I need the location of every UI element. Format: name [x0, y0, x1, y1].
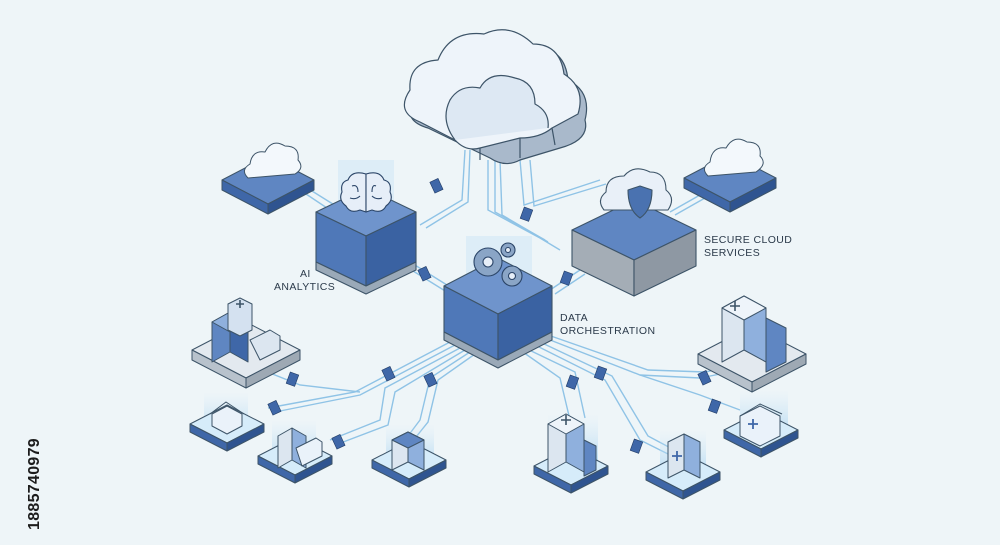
tile-house: [189, 392, 265, 452]
brain-icon: [340, 172, 392, 213]
label-ai-analytics-line2: ANALYTICS: [274, 281, 336, 293]
medical-pharmacy-icon: [667, 433, 701, 479]
cloud-icon: [244, 142, 302, 179]
label-data-orchestration-line2: ORCHESTRATION: [560, 325, 656, 337]
house-icon: [211, 405, 243, 435]
shield-icon: [627, 185, 653, 219]
label-ai-analytics-line1: AI: [300, 268, 311, 280]
stock-id-text: 1885740979: [26, 438, 43, 530]
tile-office: [371, 424, 447, 488]
clinic-icon: [277, 427, 323, 469]
office-building-icon: [391, 431, 425, 471]
stock-id-vertical: 1885740979: [6, 300, 43, 530]
cloud-platform-left: [221, 142, 315, 215]
tile-clinic-left: [257, 420, 333, 484]
hospital-icon: [547, 413, 597, 477]
label-data-orchestration-line1: DATA: [560, 312, 589, 324]
cloud-platform-right: [683, 138, 777, 213]
tile-clinic-right: [723, 390, 799, 458]
connection-lines: [249, 149, 741, 456]
hospital-platform-right: [697, 295, 807, 393]
data-packets: [267, 178, 722, 454]
hospital-platform-left: [191, 297, 301, 389]
data-orchestration-block: [443, 236, 553, 369]
label-ai-analytics: AI ANALYTICS: [274, 268, 335, 294]
gears-icon: [473, 242, 523, 287]
hospital-icon: [211, 297, 281, 363]
label-secure-cloud-services: SECURE CLOUD SERVICES: [704, 234, 792, 260]
hospital-icon: [721, 295, 787, 373]
ai-analytics-block: [315, 160, 417, 295]
label-secure-cloud-line2: SERVICES: [704, 247, 761, 259]
cloud-icon: [704, 138, 764, 177]
main-cloud-icon: [403, 29, 588, 165]
label-secure-cloud-line1: SECURE CLOUD: [704, 234, 793, 246]
secure-cloud-block: [571, 168, 697, 297]
tile-pharmacy: [645, 430, 721, 500]
clinic-icon: [739, 403, 783, 447]
tile-medical-tower: [533, 413, 609, 494]
label-data-orchestration: DATA ORCHESTRATION: [560, 312, 655, 338]
